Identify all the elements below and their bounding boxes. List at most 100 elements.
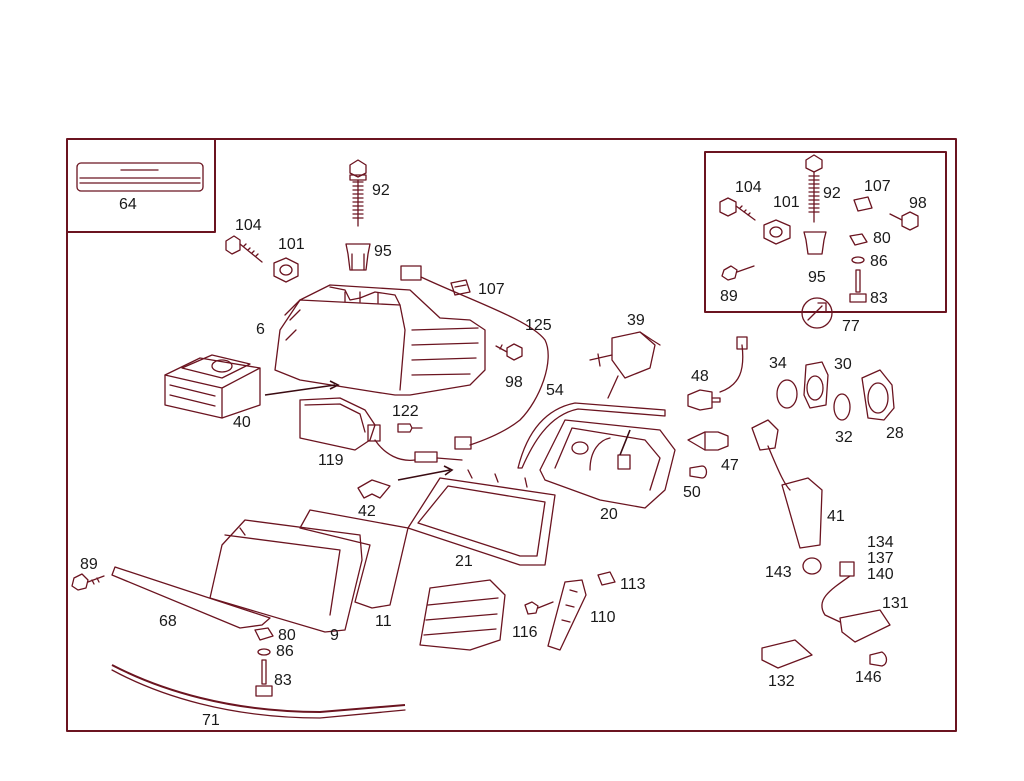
label-48: 48 (691, 368, 709, 385)
kit-92-bolt (805, 154, 823, 223)
label-kit-92: 92 (823, 185, 841, 202)
kit-95-clip (803, 231, 827, 255)
part-71-seal-strip (111, 664, 406, 719)
label-98: 98 (505, 374, 523, 391)
label-41: 41 (827, 508, 845, 525)
label-119: 119 (318, 452, 344, 469)
label-95: 95 (374, 243, 392, 260)
part-28-cover (861, 369, 895, 421)
label-34: 34 (769, 355, 787, 372)
label-137: 137 (867, 550, 894, 567)
part-21-trim-frame (407, 469, 556, 566)
part-95-clip (345, 243, 371, 271)
part-9-lens (209, 519, 363, 633)
label-71: 71 (202, 712, 220, 729)
label-kit-101: 101 (773, 194, 800, 211)
part-140-socket (839, 561, 855, 577)
part-34-ring (776, 379, 798, 409)
label-64: 64 (119, 196, 137, 213)
label-107: 107 (478, 281, 505, 298)
label-140: 140 (867, 566, 894, 583)
label-21: 21 (455, 553, 473, 570)
part-113-clip (597, 571, 616, 586)
label-kit-86: 86 (870, 253, 888, 270)
part-131-side-marker (839, 609, 891, 643)
label-104: 104 (235, 217, 262, 234)
part-131-cable (821, 575, 851, 623)
label-68: 68 (159, 613, 177, 630)
kit-86-washer (851, 256, 865, 264)
label-6: 6 (256, 321, 265, 338)
kit-104-screw (719, 197, 756, 221)
part-110-mount (547, 579, 587, 651)
label-kit-98: 98 (909, 195, 927, 212)
kit-101-nut (763, 219, 791, 245)
label-32: 32 (835, 429, 853, 446)
part-132-marker-lamp (761, 639, 813, 669)
part-89-screw (71, 573, 105, 591)
label-143: 143 (765, 564, 792, 581)
part-86-washer (257, 648, 271, 656)
label-54: 54 (546, 382, 564, 399)
label-122: 122 (392, 403, 419, 420)
part-11-gasket (299, 509, 409, 609)
label-11: 11 (375, 613, 392, 630)
label-40: 40 (233, 414, 251, 431)
part-104-screw (225, 235, 263, 263)
label-77: 77 (842, 318, 860, 335)
part-143-grommet (802, 557, 822, 575)
part-146-bulb (869, 651, 888, 667)
inset-box-64 (67, 139, 216, 233)
label-kit-80: 80 (873, 230, 891, 247)
label-131: 131 (882, 595, 909, 612)
label-20: 20 (600, 506, 618, 523)
part-47-bulb (687, 431, 729, 451)
label-kit-95: 95 (808, 269, 826, 286)
part-42-bracket (357, 465, 454, 499)
kit-83-bolt (849, 269, 867, 303)
label-92: 92 (372, 182, 390, 199)
part-116-screw (524, 601, 554, 615)
kit-80-clip (849, 233, 868, 246)
label-kit-104: 104 (735, 179, 762, 196)
inset-box-77 (704, 151, 947, 313)
label-39: 39 (627, 312, 645, 329)
part-39-leveling-motor (589, 331, 661, 399)
label-146: 146 (855, 669, 882, 686)
diagram-frame (66, 138, 957, 732)
label-101: 101 (278, 236, 305, 253)
label-kit-83: 83 (870, 290, 888, 307)
part-83-bolt (255, 659, 273, 697)
part-41-igniter (751, 419, 823, 549)
part-125-wiring (400, 265, 549, 450)
label-113: 113 (620, 576, 646, 593)
tail-reflector (419, 579, 506, 651)
part-54-seal (517, 402, 666, 469)
part-101-nut (273, 257, 299, 283)
part-30-cap (803, 361, 829, 409)
label-28: 28 (886, 425, 904, 442)
part-80-clip (254, 627, 274, 641)
kit-98-screw (889, 211, 919, 231)
part-107-clip (450, 279, 471, 296)
label-83: 83 (274, 672, 292, 689)
label-89: 89 (80, 556, 98, 573)
part-68-trim-strip (111, 566, 271, 629)
label-kit-89: 89 (720, 288, 738, 305)
part-119-fog-lamp (299, 397, 463, 463)
part-40-control-unit (164, 354, 340, 419)
part-20-reflector (539, 419, 676, 509)
part-48-bulb-holder (687, 336, 748, 411)
label-9: 9 (330, 627, 339, 644)
label-134: 134 (867, 534, 894, 551)
part-122-bulb (397, 423, 423, 433)
part-92-bolt (349, 159, 367, 227)
label-80: 80 (278, 627, 296, 644)
label-116: 116 (512, 624, 538, 641)
label-42: 42 (358, 503, 376, 520)
label-125: 125 (525, 317, 552, 334)
kit-107-clip (853, 196, 873, 212)
label-132: 132 (768, 673, 795, 690)
part-98-screw (495, 343, 523, 361)
part-6-headlamp-housing (274, 284, 486, 396)
